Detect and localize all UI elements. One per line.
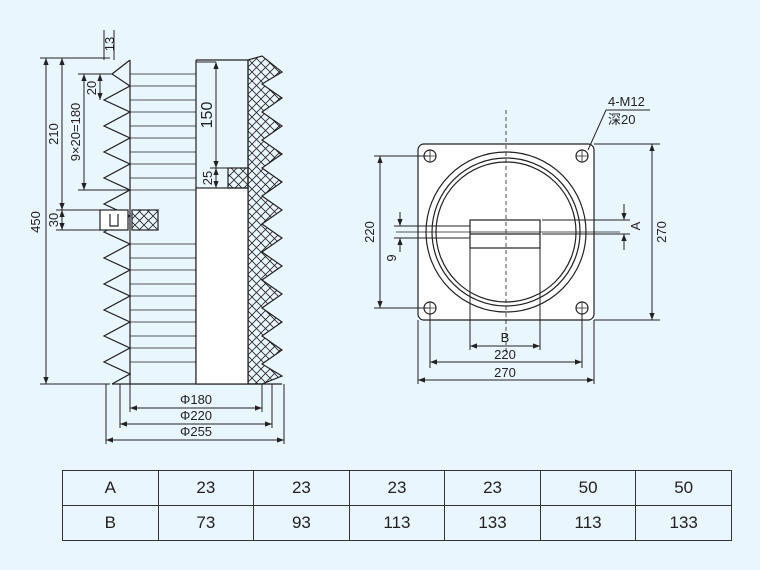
dim-30: 30 xyxy=(46,213,61,227)
dim-150: 150 xyxy=(199,102,216,129)
table-row: B 73 93 113 133 113 133 xyxy=(62,505,732,541)
dim-A: A xyxy=(628,221,643,230)
dim-9: 9 xyxy=(384,254,399,261)
table-cell: 23 xyxy=(348,470,446,506)
dim-phi220: Φ220 xyxy=(180,408,212,423)
bolt-holes xyxy=(423,149,589,315)
table-cell: A xyxy=(62,470,159,506)
table-cell: 23 xyxy=(444,470,541,506)
table-cell: 50 xyxy=(635,470,732,506)
dim-220-vertical: 220 xyxy=(362,221,377,243)
dim-9x20: 9×20=180 xyxy=(68,103,83,162)
dim-B: B xyxy=(501,330,510,345)
insulator-side-view xyxy=(99,55,284,385)
table-cell: 73 xyxy=(157,505,255,541)
dim-450: 450 xyxy=(28,211,43,233)
insert-upper xyxy=(227,167,249,189)
hole-spec-1: 4-M12 xyxy=(608,94,645,109)
dim-phi180: Φ180 xyxy=(180,392,212,407)
left-dimensions xyxy=(40,30,285,444)
dim-13: 13 xyxy=(102,37,117,51)
cavity xyxy=(195,187,249,385)
table-cell: B xyxy=(62,505,159,541)
table-cell: 113 xyxy=(348,505,446,541)
hole-spec-2: 深20 xyxy=(608,112,635,127)
insulator-top-view xyxy=(396,110,620,352)
dim-25: 25 xyxy=(200,171,215,185)
table-cell: 113 xyxy=(539,505,637,541)
dim-phi255: Φ255 xyxy=(180,424,212,439)
table-cell: 133 xyxy=(444,505,541,541)
table-cell: 23 xyxy=(253,470,350,506)
table-cell: 50 xyxy=(539,470,637,506)
dimension-table: A 23 23 23 23 50 50 B 73 93 113 133 113 … xyxy=(62,470,732,541)
table-cell: 133 xyxy=(635,505,732,541)
hatched-wall xyxy=(247,55,284,385)
dim-20: 20 xyxy=(84,81,99,95)
table-cell: 23 xyxy=(157,470,255,506)
dim-270-horizontal: 270 xyxy=(494,365,516,380)
table-cell: 93 xyxy=(253,505,350,541)
dim-210: 210 xyxy=(46,123,61,145)
table-row: A 23 23 23 23 50 50 xyxy=(62,470,732,506)
dim-220-horizontal: 220 xyxy=(494,347,516,362)
right-dimensions xyxy=(374,109,660,384)
insert-lower xyxy=(131,209,159,231)
dim-270-vertical: 270 xyxy=(654,221,669,243)
